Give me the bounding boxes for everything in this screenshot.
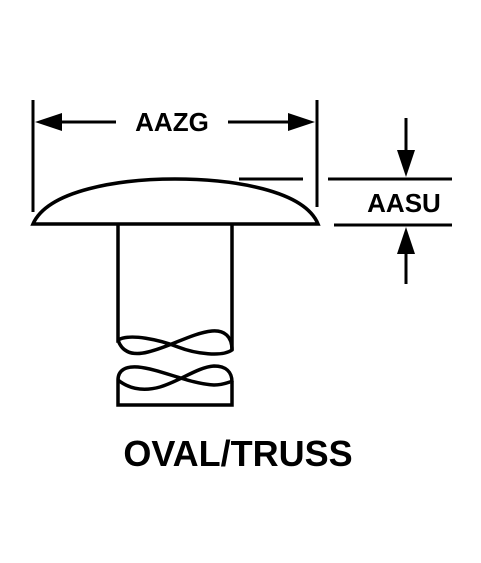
height-arrowhead-top [397,150,415,177]
width-arrowhead-right [288,113,315,131]
break-line-lower-twist [116,364,234,391]
screw-shank-lower [116,380,234,407]
head-diameter-label: AAZG [135,107,209,137]
height-arrowhead-bottom [397,227,415,254]
head-height-label: AASU [367,188,441,218]
screw-shank-upper [116,224,234,356]
screw-head [30,177,321,226]
break-line-upper [116,329,234,356]
break-line-lower [116,365,234,387]
diagram-caption: OVAL/TRUSS [123,433,352,474]
width-arrowhead-left [35,113,62,131]
